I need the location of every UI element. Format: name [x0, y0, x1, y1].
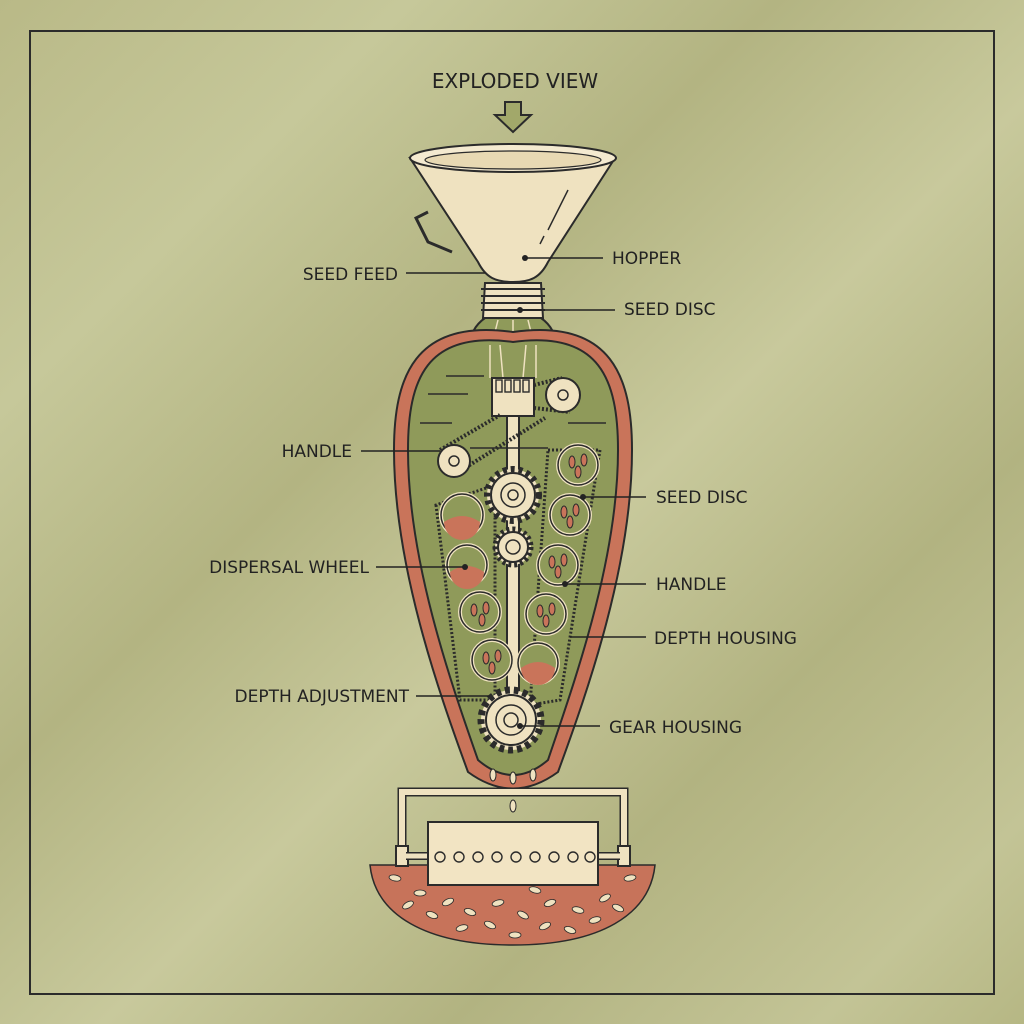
- label-gear-housing: GEAR HOUSING: [609, 718, 742, 738]
- label-hopper: HOPPER: [612, 249, 681, 269]
- label-handle-right: HANDLE: [656, 575, 726, 595]
- feed-block: [491, 377, 535, 417]
- right-seed-cups: [516, 443, 600, 685]
- planter-body: [392, 329, 634, 790]
- drive-gear: [477, 686, 545, 754]
- middle-gear: [492, 526, 534, 568]
- label-depth-housing: DEPTH HOUSING: [654, 629, 797, 649]
- label-handle-left: HANDLE: [282, 442, 352, 462]
- label-seed-disc-top: SEED DISC: [624, 300, 716, 320]
- diagram-title: EXPLODED VIEW: [432, 69, 599, 93]
- label-seed-disc-right: SEED DISC: [656, 488, 748, 508]
- label-seed-feed: SEED FEED: [303, 265, 398, 285]
- down-arrow-icon: [492, 101, 534, 134]
- falling-seed: [509, 799, 517, 813]
- diagram-frame: [29, 30, 995, 995]
- hopper-handle: [413, 210, 453, 254]
- leader-lines: [361, 255, 646, 729]
- label-dispersal-wheel: DISPERSAL WHEEL: [209, 558, 369, 578]
- upper-gear: [484, 466, 542, 524]
- left-seed-cups: [439, 492, 514, 682]
- upper-chain-belt: [437, 376, 581, 478]
- label-depth-adjustment: DEPTH ADJUSTMENT: [234, 687, 409, 707]
- roller-assembly: [395, 787, 631, 886]
- hopper: [408, 143, 617, 284]
